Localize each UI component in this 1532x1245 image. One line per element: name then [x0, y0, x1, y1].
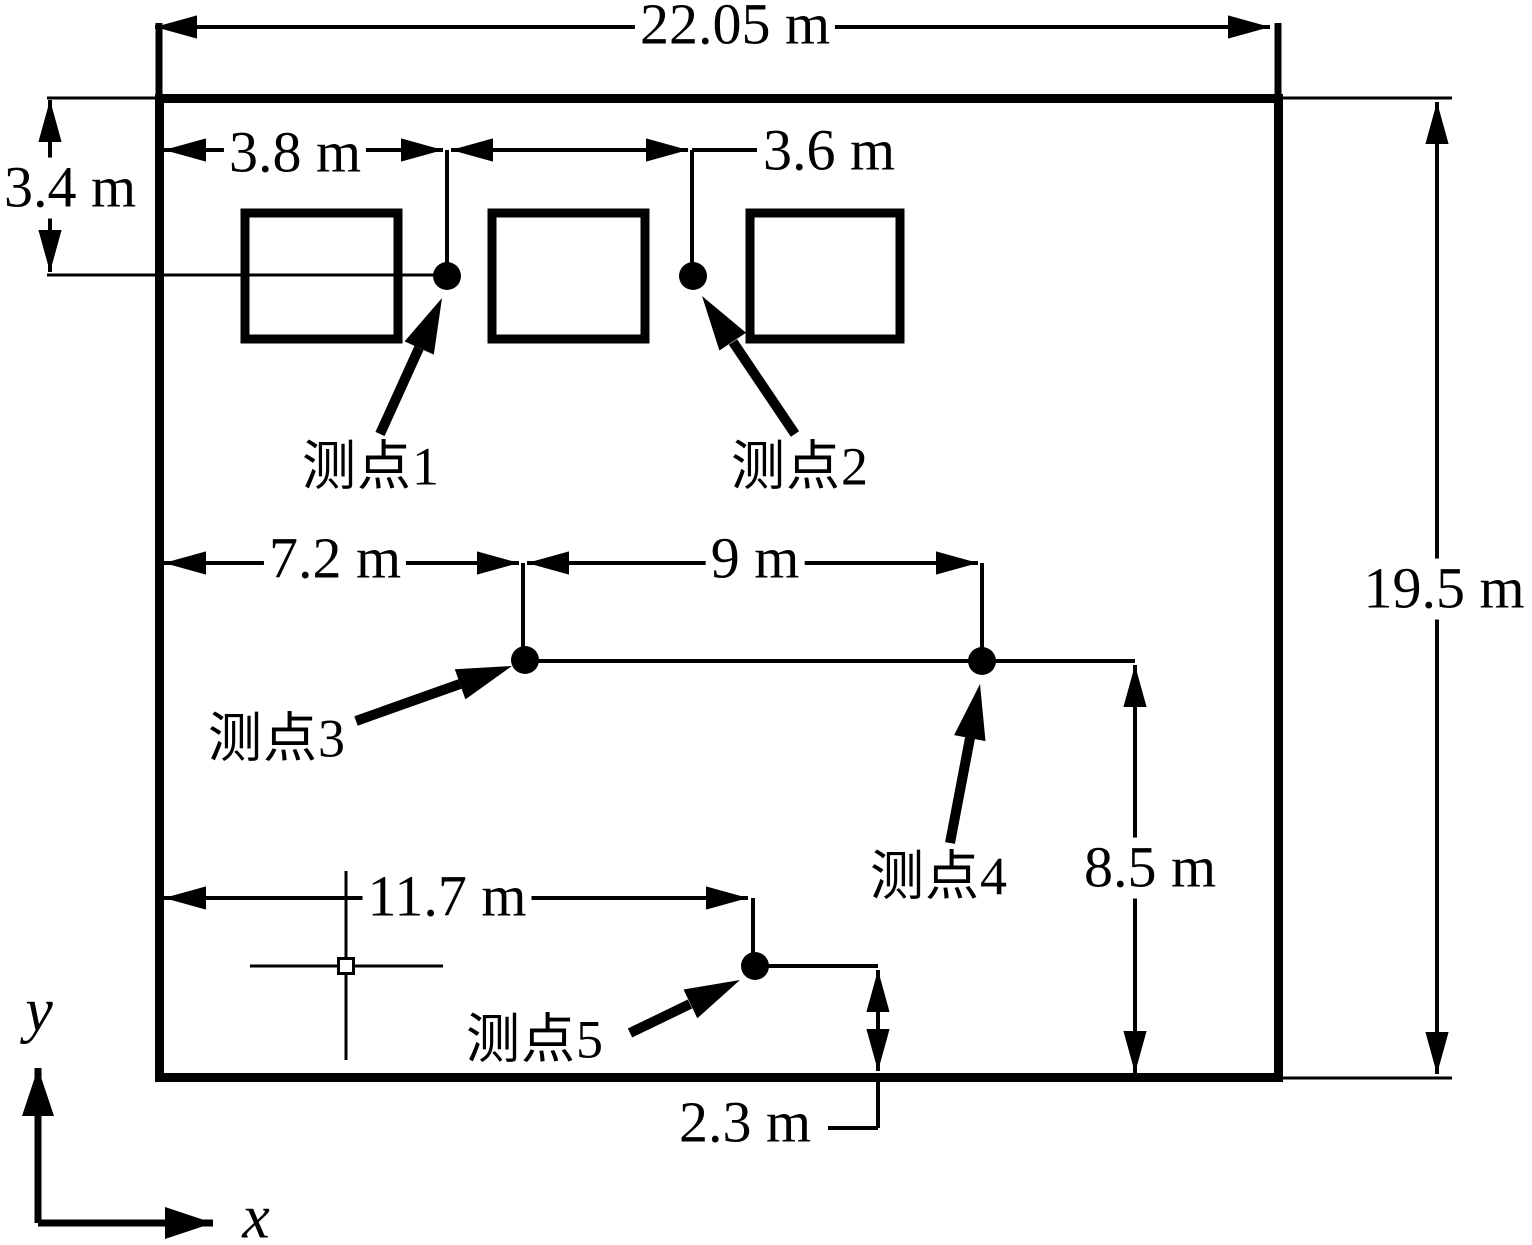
- dimension-label-room-height: 19.5 m: [1358, 558, 1530, 620]
- dimension-label-p3-from-left: 7.2 m: [263, 528, 407, 590]
- point-3-arrow: [354, 666, 512, 726]
- x-axis-label: x: [242, 1183, 270, 1245]
- column-square-2: [487, 208, 650, 344]
- point-4-label: 测点4: [868, 846, 1010, 907]
- point-3-dot: [511, 646, 539, 674]
- dimension-label-p1-to-p2: 3.6 m: [757, 120, 901, 182]
- point-1-dot: [433, 262, 461, 290]
- point-4-dot: [968, 647, 996, 675]
- dimension-label-p4-from-bottom: 8.5 m: [1078, 837, 1222, 899]
- point-4-arrow: [945, 684, 986, 844]
- dimension-label-p5-from-left: 11.7 m: [362, 866, 532, 928]
- point-2-arrow: [702, 296, 800, 437]
- point-5-arrow: [627, 980, 740, 1038]
- point-3-label: 测点3: [206, 708, 348, 769]
- y-axis-label: y: [25, 976, 53, 1045]
- point-5-label: 测点5: [464, 1009, 606, 1070]
- room-outline: [155, 94, 1283, 1082]
- point-2-label: 测点2: [729, 436, 871, 497]
- point-1-label: 测点1: [300, 436, 442, 497]
- point-5-dot: [741, 952, 769, 980]
- dimension-label-p1-from-top: 3.4 m: [0, 157, 142, 219]
- crosshair-pickbox: [337, 957, 355, 975]
- dimension-label-p5-from-bottom: 2.3 m: [673, 1092, 817, 1154]
- point-1-arrow: [375, 298, 442, 437]
- point-2-dot: [679, 262, 707, 290]
- dimension-label-room-width: 22.05 m: [634, 0, 836, 56]
- dimension-label-p1-from-left: 3.8 m: [223, 122, 367, 184]
- column-square-3: [745, 208, 905, 344]
- dimension-label-p3-to-p4: 9 m: [705, 528, 805, 590]
